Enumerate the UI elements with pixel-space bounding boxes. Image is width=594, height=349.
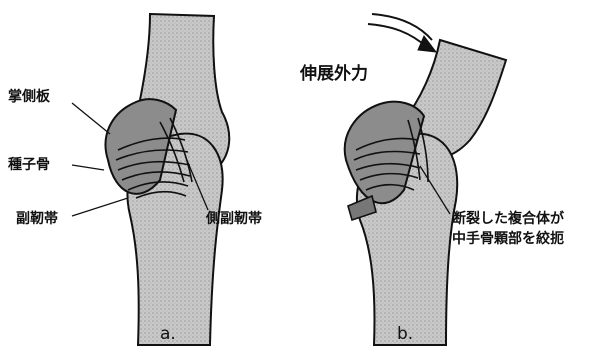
label-collateral: 側副靭帯	[206, 212, 262, 226]
label-accessory-collateral: 副靭帯	[16, 212, 58, 226]
panel-b-drawing	[345, 14, 506, 345]
caption-b: b.	[397, 326, 413, 343]
label-palmar-plate: 掌側板	[8, 90, 50, 104]
label-sesamoid: 種子骨	[8, 158, 50, 172]
label-extension-force: 伸展外力	[300, 66, 368, 83]
label-ruptured-complex-2: 中手骨顆部を絞扼	[452, 232, 564, 246]
caption-a: a.	[160, 326, 176, 343]
panel-a-drawing	[72, 14, 229, 345]
label-ruptured-complex-1: 断裂した複合体が	[452, 212, 564, 226]
